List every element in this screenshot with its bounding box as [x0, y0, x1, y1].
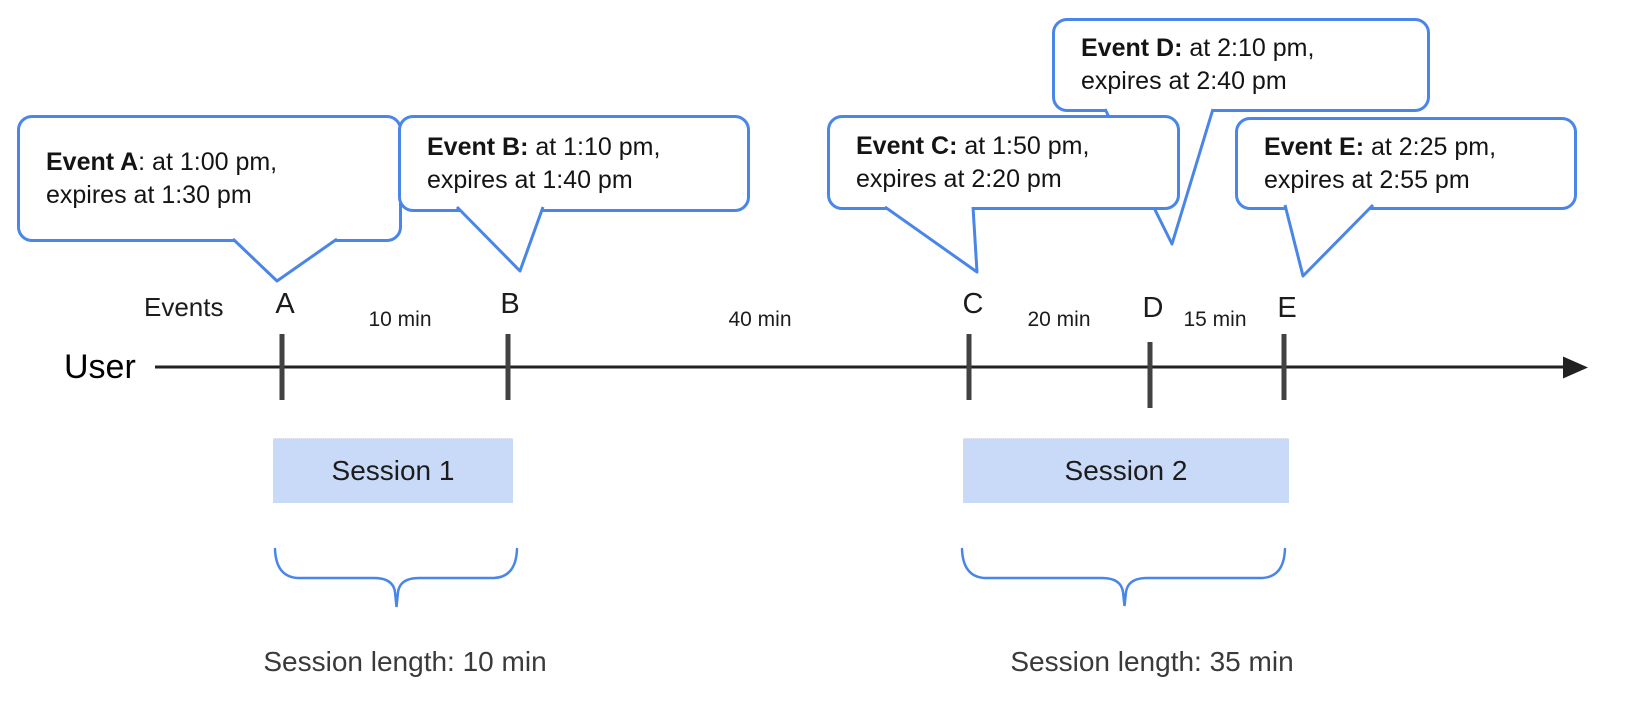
callout-c-line1: Event C: at 1:50 pm, [856, 131, 1090, 160]
callout-event-c: Event C: at 1:50 pm, expires at 2:20 pm [827, 115, 1180, 210]
session2-label: Session 2 [1064, 455, 1188, 486]
callout-b-line2: expires at 1:40 pm [427, 165, 633, 194]
session1-label: Session 1 [331, 455, 455, 486]
callout-d-line2: expires at 2:40 pm [1081, 67, 1287, 95]
gap-label-a-b: 10 min [368, 308, 432, 331]
tick-label-d: D [1142, 292, 1164, 324]
callout-d-line1: Event D: at 2:10 pm, [1081, 34, 1315, 62]
gap-label-c-d: 20 min [1027, 308, 1091, 331]
tick-d [1147, 342, 1153, 408]
axis-label-user: User [64, 348, 136, 386]
callout-a-line2: expires at 1:30 pm [46, 180, 252, 209]
callout-e-line1: Event E: at 2:25 pm, [1264, 132, 1497, 161]
timeline-arrowhead-icon [1563, 356, 1588, 379]
callout-b-tail-icon [455, 205, 545, 273]
tick-label-e: E [1277, 292, 1297, 324]
tick-e [1281, 334, 1287, 400]
session1-length-label: Session length: 10 min [263, 646, 547, 677]
tick-label-a: A [275, 288, 295, 320]
callout-event-d: Event D: at 2:10 pm, expires at 2:40 pm [1052, 18, 1430, 112]
session1-brace-icon [273, 547, 519, 608]
tick-label-c: C [962, 288, 984, 320]
callout-e-line2: expires at 2:55 pm [1264, 165, 1470, 194]
callout-a-title: Event A [46, 147, 139, 176]
tick-c [966, 334, 972, 400]
tick-a [279, 334, 285, 400]
gap-label-d-e: 15 min [1183, 308, 1247, 331]
callout-event-a: Event A: at 1:00 pm, expires at 1:30 pm [17, 115, 402, 242]
session1-box: Session 1 [273, 438, 513, 503]
callout-event-b: Event B: at 1:10 pm, expires at 1:40 pm [398, 115, 750, 212]
events-label: Events [144, 292, 224, 322]
session2-brace-icon [960, 547, 1287, 607]
session2-box: Session 2 [963, 438, 1289, 503]
callout-a-line1: Event A: at 1:00 pm, [46, 147, 278, 176]
callout-e-tail-icon [1283, 203, 1375, 278]
callout-c-tail-icon [884, 205, 979, 274]
callout-e-title: Event E: [1264, 132, 1365, 161]
tick-label-b: B [500, 288, 520, 320]
callout-c-title: Event C: [856, 131, 958, 160]
callout-d-title: Event D: [1081, 34, 1183, 62]
session2-length-label: Session length: 35 min [1010, 646, 1294, 677]
callout-b-line1: Event B: at 1:10 pm, [427, 132, 661, 161]
tick-b [505, 334, 511, 400]
callout-a-tail-icon [231, 237, 338, 283]
callout-event-e: Event E: at 2:25 pm, expires at 2:55 pm [1235, 117, 1577, 210]
gap-label-b-c: 40 min [728, 308, 792, 331]
callout-b-title: Event B: [427, 132, 529, 161]
callout-c-line2: expires at 2:20 pm [856, 164, 1062, 193]
